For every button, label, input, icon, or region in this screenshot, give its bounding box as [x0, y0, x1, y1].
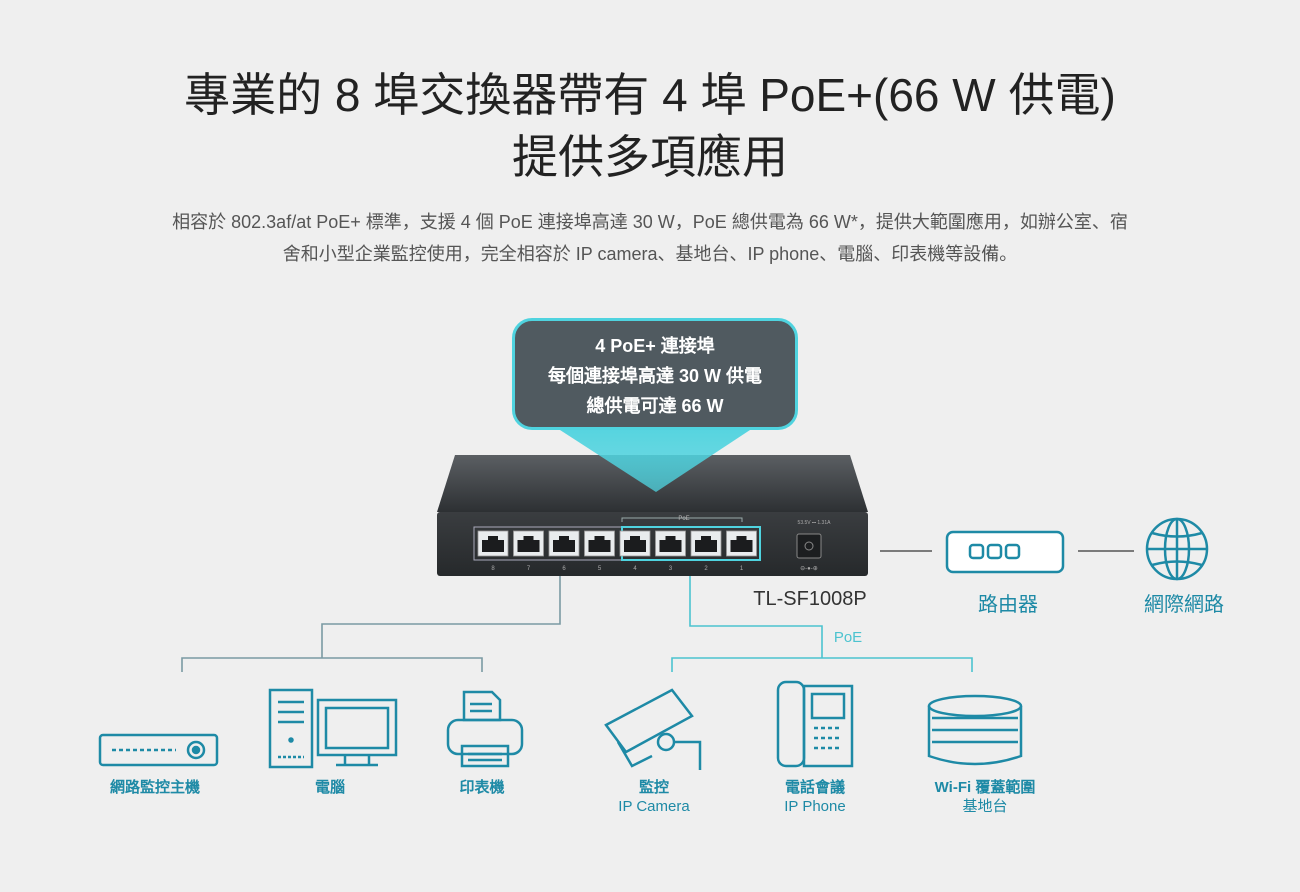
- title-line-2: 提供多項應用: [512, 131, 788, 183]
- switch-device: PoE 8 7 6 5 4 3 2 1 53.5V ⎓ 1.31A ⊖-●-⊕: [437, 455, 868, 576]
- ethernet-port: [619, 530, 651, 557]
- device-label-nvr: 網路監控主機: [80, 778, 230, 797]
- device-label-pc: 電腦: [280, 778, 380, 797]
- port-number-label: 2: [704, 566, 708, 572]
- page-title: 專業的 8 埠交換器帶有 4 埠 PoE+(66 W 供電) 提供多項應用: [0, 64, 1300, 188]
- port-number-label: 3: [669, 566, 673, 572]
- poe-distribution-line: [671, 657, 973, 672]
- pc-label: 電腦: [314, 779, 345, 796]
- power-jack-socket: [804, 541, 814, 551]
- callout-line-1: 4 PoE+ 連接埠: [595, 336, 715, 356]
- description: 相容於 802.3af/at PoE+ 標準，支援 4 個 PoE 連接埠高達 …: [100, 206, 1200, 270]
- poe-bracket: [621, 517, 743, 522]
- ethernet-port: [584, 530, 615, 557]
- ethernet-port: [726, 530, 757, 557]
- title-line-1: 專業的 8 埠交換器帶有 4 埠 PoE+(66 W 供電): [184, 69, 1116, 121]
- device-label-printer: 印表機: [432, 778, 532, 797]
- switch-model-label: TL-SF1008P: [753, 588, 867, 610]
- port-number-label: 6: [562, 566, 566, 572]
- globe-icon: [1145, 517, 1209, 581]
- device-label-phone: 電話會議 IP Phone: [755, 778, 875, 816]
- port-number-label: 8: [491, 566, 495, 572]
- poe-label: PoE: [833, 629, 863, 646]
- printer-label: 印表機: [459, 779, 505, 796]
- ethernet-port: [513, 530, 544, 557]
- printer-icon: [446, 690, 524, 768]
- pc-icon: [268, 688, 398, 769]
- poe-link-line: [689, 576, 823, 658]
- lan-distribution-line: [181, 657, 483, 672]
- phone-icon: [776, 680, 854, 768]
- device-label-camera: 監控 IP Camera: [594, 778, 714, 816]
- ap-sublabel: 基地台: [962, 798, 1008, 815]
- port-number-label: 5: [598, 566, 602, 572]
- power-polarity-icon: ⊖-●-⊕: [800, 566, 818, 572]
- callout-line-2: 每個連接埠高達 30 W 供電: [547, 366, 762, 386]
- ethernet-port: [477, 530, 509, 557]
- access-point-icon: [927, 694, 1023, 766]
- camera-sublabel: IP Camera: [618, 798, 690, 815]
- poe-callout: 4 PoE+ 連接埠 每個連接埠高達 30 W 供電 總供電可達 66 W: [512, 318, 798, 430]
- port-number-label: 7: [527, 566, 531, 572]
- ap-label: Wi-Fi 覆蓋範圍: [934, 779, 1036, 796]
- ethernet-port: [655, 530, 686, 557]
- camera-label: 監控: [638, 779, 669, 796]
- port-number-label: 4: [633, 566, 637, 572]
- callout-line-3: 總供電可達 66 W: [586, 396, 724, 416]
- description-line-1: 相容於 802.3af/at PoE+ 標準，支援 4 個 PoE 連接埠高達 …: [172, 212, 1128, 232]
- lan-link-line: [321, 576, 561, 658]
- callout-beam: [560, 430, 750, 492]
- router-label: 路由器: [978, 594, 1038, 616]
- connection-lines: [181, 550, 1134, 672]
- port-number-label: 1: [740, 566, 744, 572]
- ethernet-port: [690, 530, 722, 557]
- ethernet-ports: [477, 530, 757, 557]
- port-numbers: 8 7 6 5 4 3 2 1: [491, 566, 744, 572]
- power-jack: [796, 533, 822, 559]
- nvr-label: 網路監控主機: [109, 779, 200, 796]
- switch-poe-tag: PoE: [678, 516, 689, 522]
- phone-label: 電話會議: [784, 779, 845, 796]
- description-line-2: 舍和小型企業監控使用，完全相容於 IP camera、基地台、IP phone、…: [282, 244, 1018, 264]
- power-rating-label: 53.5V ⎓ 1.31A: [798, 520, 832, 526]
- internet-label: 網際網路: [1144, 594, 1224, 616]
- ethernet-port: [548, 530, 580, 557]
- device-label-ap: Wi-Fi 覆蓋範圍 基地台: [910, 778, 1060, 816]
- camera-icon: [604, 688, 702, 770]
- router-icon: [945, 530, 1065, 574]
- nvr-icon: [98, 733, 219, 767]
- phone-sublabel: IP Phone: [784, 798, 846, 815]
